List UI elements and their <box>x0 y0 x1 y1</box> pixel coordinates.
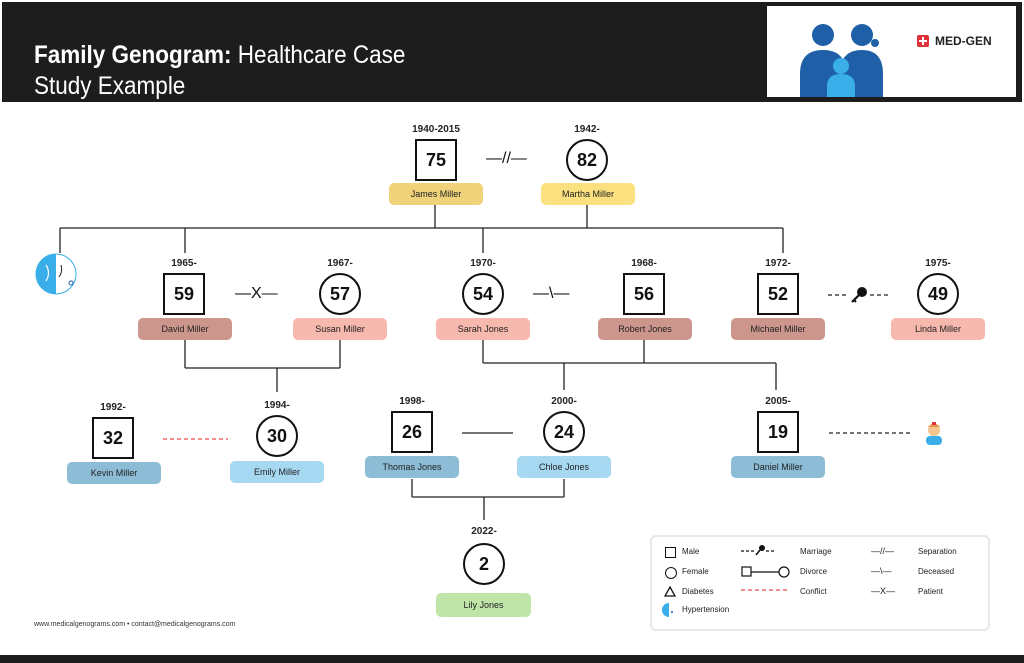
legend-half-circle-icon <box>662 603 673 617</box>
key-icon <box>851 287 867 303</box>
legend-deceased-symbol: —\— <box>871 566 892 576</box>
linda-years: 1975- <box>925 258 951 269</box>
family-logo-icon <box>800 24 883 98</box>
legend-female-label: Female <box>682 567 709 576</box>
linda-name-tag: Linda Miller <box>891 318 985 340</box>
legend-separation-symbol: —//— <box>871 546 895 556</box>
logo-panel <box>767 6 1016 98</box>
doctor-icon <box>926 422 942 445</box>
lily-years: 2022- <box>471 526 497 537</box>
separation-symbol: —//— <box>486 150 527 167</box>
linda-female-symbol: 49 <box>917 273 959 315</box>
kevin-male-symbol: 32 <box>92 417 134 459</box>
legend-patient-symbol: —X— <box>871 586 896 596</box>
legend-divorce-icon <box>741 566 790 578</box>
robert-male-symbol: 56 <box>623 273 665 315</box>
legend-marriage-icon <box>741 545 775 556</box>
thomas-years: 1998- <box>399 396 425 407</box>
susan-name-tag: Susan Miller <box>293 318 387 340</box>
sarah-years: 1970- <box>470 258 496 269</box>
legend-separation-label: Separation <box>918 547 957 556</box>
david-name-tag: David Miller <box>138 318 232 340</box>
legend-square-icon <box>665 547 676 558</box>
david-years: 1965- <box>171 258 197 269</box>
emily-years: 1994- <box>264 400 290 411</box>
kevin-years: 1992- <box>100 402 126 413</box>
brand-name: MED-GEN <box>935 34 992 48</box>
legend-conflict-label: Conflict <box>800 587 827 596</box>
hypertension-half-circle-icon <box>35 253 77 295</box>
michael-name-tag: Michael Miller <box>731 318 825 340</box>
daniel-name-tag: Daniel Miller <box>731 456 825 478</box>
legend-marriage-label: Marriage <box>800 547 832 556</box>
page-title: Family Genogram: Healthcare Case Study E… <box>34 40 466 102</box>
bottom-bar <box>0 655 1024 663</box>
james-years: 1940-2015 <box>412 124 460 135</box>
chloe-name-tag: Chloe Jones <box>517 456 611 478</box>
medical-cross-icon <box>917 35 929 47</box>
title-bold: Family Genogram: <box>34 41 232 69</box>
brand-logo: MED-GEN <box>917 34 992 48</box>
thomas-male-symbol: 26 <box>391 411 433 453</box>
sarah-name-tag: Sarah Jones <box>436 318 530 340</box>
martha-years: 1942- <box>574 124 600 135</box>
title-rest: Healthcare Case Study Example <box>34 41 406 100</box>
lily-female-symbol: 2 <box>463 543 505 585</box>
emily-name-tag: Emily Miller <box>230 461 324 483</box>
legend-deceased-label: Deceased <box>918 567 955 576</box>
legend-divorce-label: Divorce <box>800 567 828 576</box>
daniel-male-symbol: 19 <box>757 411 799 453</box>
michael-years: 1972- <box>765 258 791 269</box>
footer-contact: www.medicalgenograms.com • contact@medic… <box>34 621 236 628</box>
daniel-years: 2005- <box>765 396 791 407</box>
legend-panel: Male Female Diabetes Hypertension Marria… <box>650 535 990 631</box>
chloe-female-symbol: 24 <box>543 411 585 453</box>
david-male-symbol: 59 <box>163 273 205 315</box>
michael-male-symbol: 52 <box>757 273 799 315</box>
susan-female-symbol: 57 <box>319 273 361 315</box>
martha-female-symbol: 82 <box>566 139 608 181</box>
james-male-symbol: 75 <box>415 139 457 181</box>
legend-male-label: Male <box>682 547 700 556</box>
martha-name-tag: Martha Miller <box>541 183 635 205</box>
thomas-name-tag: Thomas Jones <box>365 456 459 478</box>
lily-name-tag: Lily Jones <box>436 593 531 617</box>
sarah-female-symbol: 54 <box>462 273 504 315</box>
legend-diabetes-label: Diabetes <box>682 587 714 596</box>
james-name-tag: James Miller <box>389 183 483 205</box>
legend-hypertension-label: Hypertension <box>682 605 730 614</box>
kevin-name-tag: Kevin Miller <box>67 462 161 484</box>
legend-circle-icon <box>665 567 677 579</box>
divorce-x-symbol: —X— <box>235 285 278 302</box>
legend-triangle-icon <box>664 586 676 597</box>
chloe-years: 2000- <box>551 396 577 407</box>
emily-female-symbol: 30 <box>256 415 298 457</box>
legend-patient-label: Patient <box>918 587 943 596</box>
deceased-slash-symbol: —\— <box>533 285 570 302</box>
legend-conflict-icon <box>741 589 789 591</box>
susan-years: 1967- <box>327 258 353 269</box>
robert-years: 1968- <box>631 258 657 269</box>
robert-name-tag: Robert Jones <box>598 318 692 340</box>
